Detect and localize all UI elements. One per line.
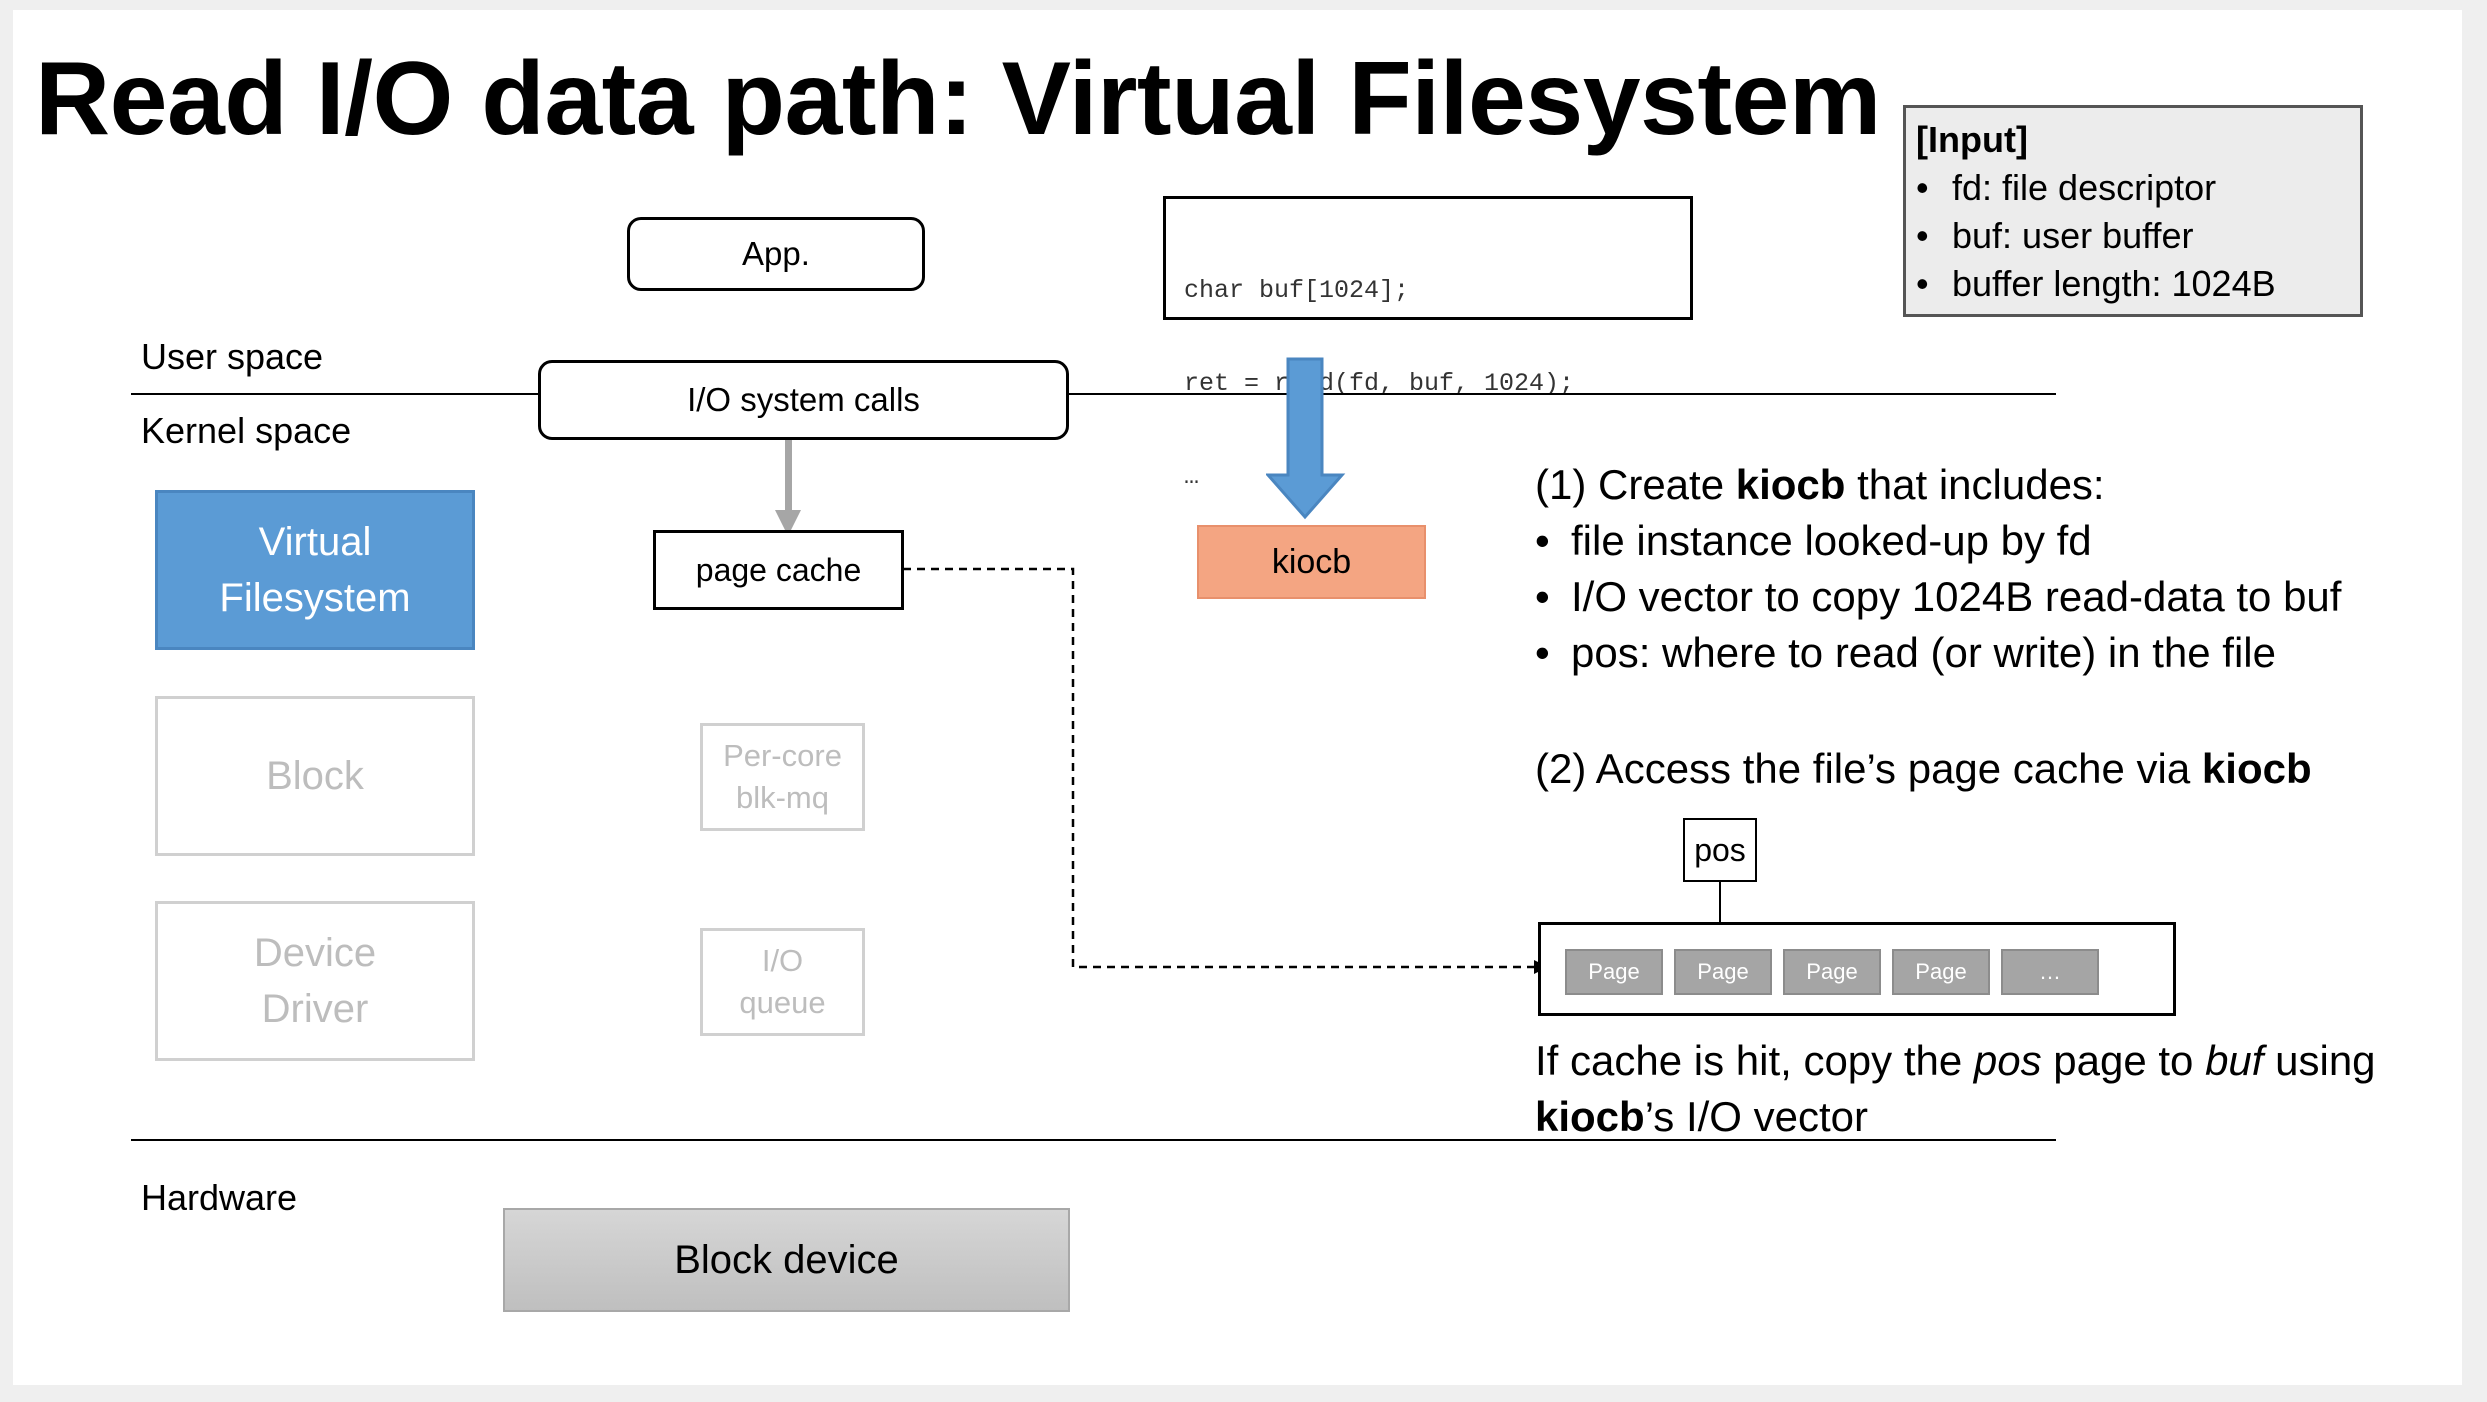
io-queue-box: I/O queue [700,928,865,1036]
input-heading: [Input] [1916,119,2028,160]
blkmq-label-line: Per-core [723,738,842,773]
code-line: char buf[1024]; [1184,276,1410,305]
step1-item: I/O vector to copy 1024B read-data to bu… [1535,569,2341,625]
syscalls-label: I/O system calls [687,381,920,418]
block-device-label: Block device [674,1237,899,1282]
vfs-label-line: Filesystem [219,576,411,620]
page-cache-box: page cache [653,530,904,610]
device-driver-box: Device Driver [155,901,475,1061]
conclusion-line: kiocb’s I/O vector [1535,1093,1868,1140]
blk-mq-box: Per-core blk-mq [700,723,865,831]
code-box: char buf[1024]; ret = read(fd, buf, 1024… [1163,196,1693,491]
block-label: Block [266,753,364,798]
page-cell: Page [1674,949,1772,995]
kiocb-label: kiocb [1271,542,1352,581]
page-title: Read I/O data path: Virtual Filesystem [35,41,1881,157]
input-item: buffer length: 1024B [1916,260,2350,308]
page-cell: Page [1565,949,1663,995]
ioq-label-line: queue [739,985,826,1020]
page-cache-label: page cache [695,551,862,588]
kiocb-box: kiocb [1197,525,1426,599]
down-arrow-gray [775,440,801,536]
vfs-label-line: Virtual [258,520,372,564]
pos-label: pos [1694,831,1746,868]
slide: Read I/O data path: Virtual Filesystem [… [13,10,2462,1385]
page-cell: Page [1892,949,1990,995]
app-label: App. [742,235,810,272]
input-item: fd: file descriptor [1916,164,2350,212]
blkmq-label-line: blk-mq [735,780,829,815]
conclusion-line: If cache is hit, copy the pos page to bu… [1535,1037,2376,1084]
down-arrow-blue [1266,357,1346,520]
input-box: [Input] fd: file descriptor buf: user bu… [1903,105,2363,317]
ioq-label-line: I/O [761,943,804,978]
page-cell: Page [1783,949,1881,995]
dashed-connector [903,567,1548,974]
step2-text: (2) Access the file’s page cache via kio… [1535,745,2312,792]
step1-heading: (1) Create kiocb that includes: [1535,461,2105,508]
input-item: buf: user buffer [1916,212,2350,260]
vfs-box: Virtual Filesystem [155,490,475,650]
step1-item: pos: where to read (or write) in the fil… [1535,625,2341,681]
conclusion-text: If cache is hit, copy the pos page to bu… [1535,1033,2376,1145]
driver-label-line: Device [253,931,377,975]
page-cell: … [2001,949,2099,995]
pos-box: pos [1683,818,1757,882]
code-line: … [1184,462,1200,491]
block-box: Block [155,696,475,856]
driver-label-line: Driver [261,987,369,1031]
page-array: Page Page Page Page … [1538,922,2176,1016]
kernel-hardware-divider [131,1139,2056,1141]
step1-item: file instance looked-up by fd [1535,513,2341,569]
syscalls-box: I/O system calls [538,360,1069,440]
user-space-label: User space [141,336,324,377]
kernel-space-label: Kernel space [141,410,352,451]
block-device-box: Block device [503,1208,1070,1312]
app-box: App. [627,217,925,291]
step1-text: (1) Create kiocb that includes: file ins… [1535,457,2341,681]
hardware-label: Hardware [141,1177,298,1218]
user-kernel-divider [131,393,2056,395]
